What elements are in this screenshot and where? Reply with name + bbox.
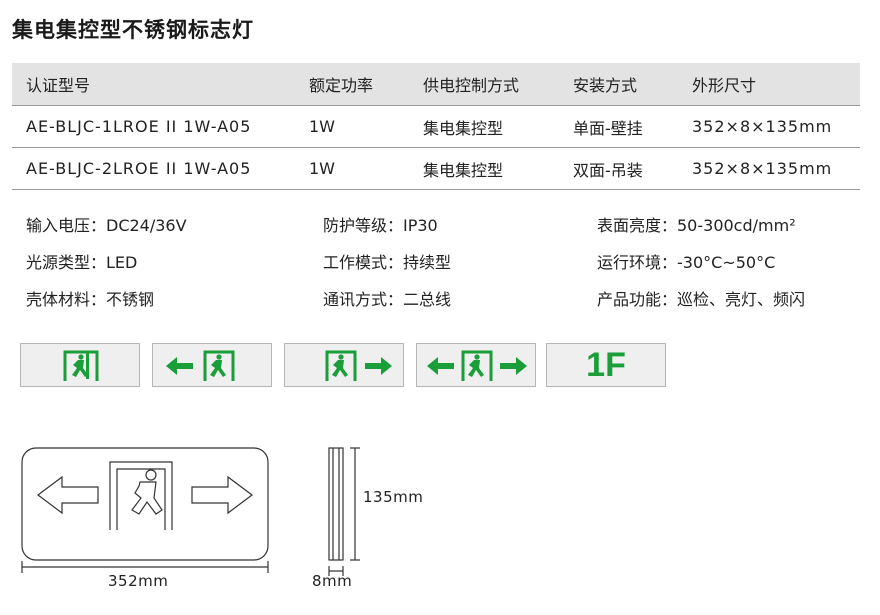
spec-shell-material: 壳体材料：不锈钢 [26, 290, 155, 309]
table-row: AE-BLJC-2LROE II 1W-A05 1W 集电集控型 双面-吊装 3… [12, 148, 860, 190]
spec-input-voltage: 输入电压：DC24/36V [26, 216, 187, 235]
exit-door-icon [63, 350, 99, 381]
sign-left-exit [152, 343, 272, 387]
page-title: 集电集控型不锈钢标志灯 [12, 18, 254, 42]
door-frame-outline [109, 461, 173, 530]
cell-install: 双面-吊装 [573, 160, 643, 180]
both-arrows-exit-icon [427, 350, 527, 381]
cell-control: 集电集控型 [423, 160, 504, 180]
sign-exit [20, 343, 140, 387]
spec-communication: 通讯方式：二总线 [323, 290, 452, 309]
spec-brightness: 表面亮度：50-300cd/mm² [597, 216, 796, 235]
spec-table: 认证型号 额定功率 供电控制方式 安装方式 外形尺寸 AE-BLJC-1LROE… [12, 63, 860, 190]
cell-install: 单面-壁挂 [573, 118, 643, 138]
spec-light-source: 光源类型：LED [26, 253, 138, 272]
spec-function: 产品功能：巡检、亮灯、频闪 [597, 290, 806, 309]
sign-floor: 1F [546, 343, 666, 387]
width-dimension-label: 352mm [108, 572, 169, 590]
running-man-icon [145, 469, 157, 481]
depth-dimension-label: 8mm [312, 572, 353, 590]
side-panel-outline [328, 447, 344, 561]
floor-label: 1F [586, 345, 626, 384]
header-power: 额定功率 [309, 76, 374, 95]
cell-control: 集电集控型 [423, 118, 504, 138]
exit-right-arrow-icon [325, 350, 392, 381]
height-dimension-label: 135mm [363, 488, 424, 506]
header-cert-model: 认证型号 [26, 76, 91, 95]
cell-size: 352×8×135mm [692, 159, 833, 178]
table-header: 认证型号 额定功率 供电控制方式 安装方式 外形尺寸 [12, 63, 860, 106]
cell-model: AE-BLJC-2LROE II 1W-A05 [26, 159, 252, 178]
right-arrow-outline [191, 475, 253, 515]
spec-work-mode: 工作模式：持续型 [323, 253, 452, 272]
cell-model: AE-BLJC-1LROE II 1W-A05 [26, 117, 252, 136]
left-arrow-outline [37, 475, 99, 515]
sign-both-exit [416, 343, 536, 387]
left-arrow-exit-icon [166, 350, 235, 381]
header-install: 安装方式 [573, 76, 638, 95]
cell-power: 1W [309, 159, 335, 178]
header-size: 外形尺寸 [692, 76, 757, 95]
cell-size: 352×8×135mm [692, 117, 833, 136]
header-control: 供电控制方式 [423, 76, 520, 95]
cell-power: 1W [309, 117, 335, 136]
sign-exit-right [284, 343, 404, 387]
spec-environment: 运行环境：-30°C~50°C [597, 253, 776, 272]
table-row: AE-BLJC-1LROE II 1W-A05 1W 集电集控型 单面-壁挂 3… [12, 106, 860, 148]
dimension-drawing [21, 447, 360, 576]
spec-protection: 防护等级：IP30 [323, 216, 438, 235]
front-panel-outline [21, 447, 269, 561]
